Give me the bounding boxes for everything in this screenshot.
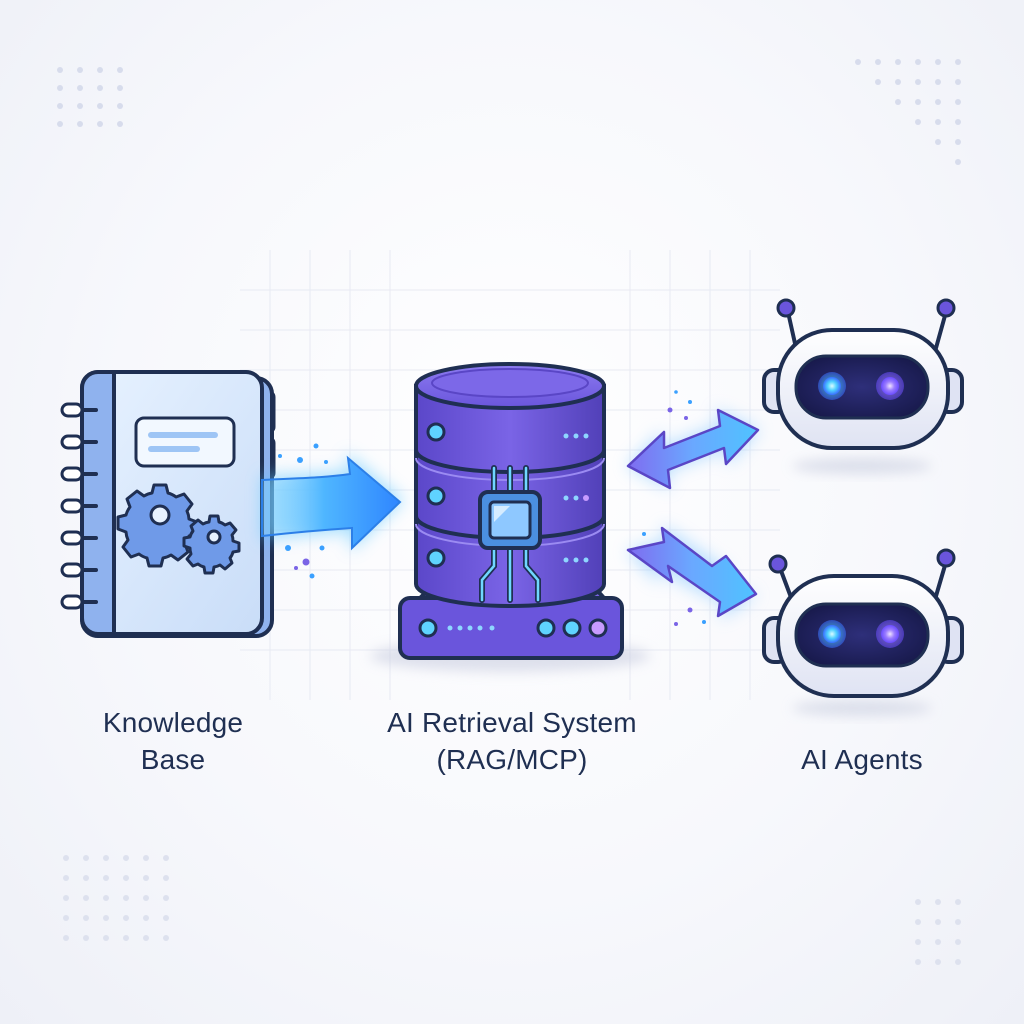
robot-head-icon: [762, 298, 964, 474]
bidirectional-arrow-icon: [626, 524, 758, 626]
retrieval-system-label-line1: AI Retrieval System: [387, 707, 637, 738]
agents-label-text: AI Agents: [801, 744, 923, 775]
flow-arrow-icon: [261, 443, 404, 579]
dot-pattern-bottom-left: [63, 855, 169, 941]
knowledge-base-label-line1: Knowledge: [102, 707, 244, 738]
database-chip-icon: [370, 362, 650, 672]
agents-label: AI Agents: [762, 741, 962, 778]
retrieval-system-label-line2: (RAG/MCP): [436, 744, 588, 775]
robot-head-icon: [762, 548, 964, 716]
notebook-gears-icon: [60, 370, 276, 638]
dot-pattern-top-right: [855, 59, 961, 165]
dot-pattern-top-left: [57, 67, 123, 127]
retrieval-system-label: AI Retrieval System (RAG/MCP): [352, 704, 672, 778]
dot-pattern-bottom-right: [915, 899, 961, 965]
bidirectional-arrow-icon: [626, 390, 760, 490]
knowledge-base-label-line2: Base: [140, 744, 206, 775]
knowledge-base-label: Knowledge Base: [73, 704, 273, 778]
